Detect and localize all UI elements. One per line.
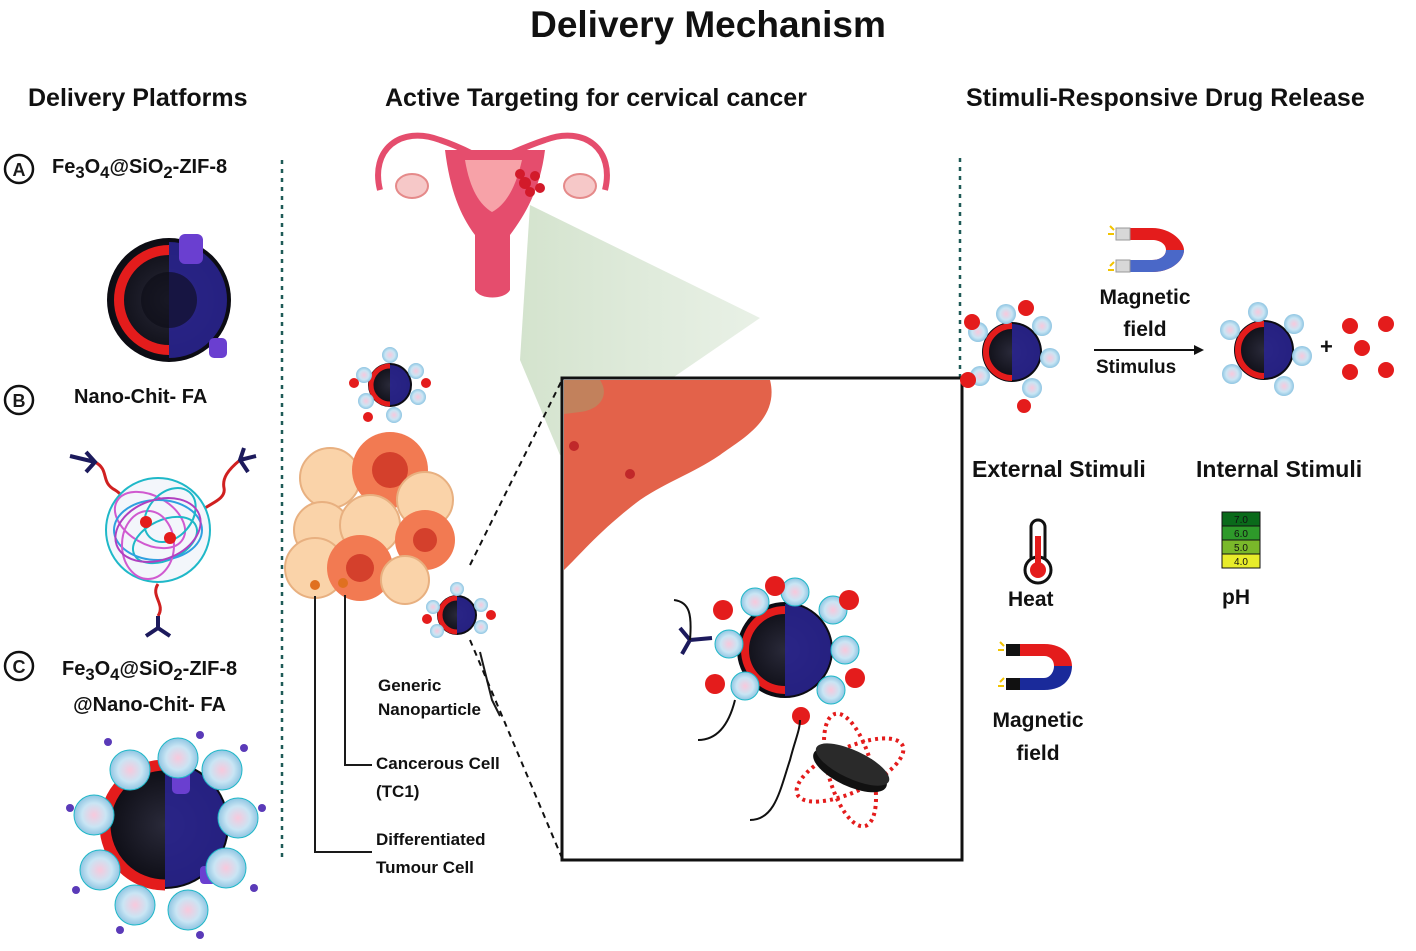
thermometer-icon [1023, 518, 1053, 585]
magnetic-field-label: Magnetic field [992, 709, 1084, 765]
cisplatin-motion [794, 711, 906, 829]
nanoparticle-top [349, 347, 431, 423]
zoom-connector-top [469, 379, 563, 566]
composite-beads [73, 737, 259, 931]
uterus-illustration [375, 132, 610, 298]
platform-b-chitosan [69, 447, 257, 638]
badge-a-text: A [13, 160, 26, 180]
release-np-before [960, 300, 1060, 413]
ph-band-4 [1221, 553, 1261, 569]
heading-active-targeting: Active Targeting for cervical cancer [385, 84, 807, 112]
cancer-cell-label: Cancerous Cell (TC1) [376, 754, 500, 801]
ph-label: pH [1222, 586, 1250, 609]
platform-a-label: Fe3O4@SiO2-ZIF-8 [52, 156, 228, 182]
diff-cell-label: Differentiated Tumour Cell [376, 830, 486, 877]
nanoparticle-bound [422, 582, 496, 638]
ph-band-3 [1221, 539, 1261, 555]
heat-label: Heat [1008, 588, 1054, 611]
plus-sign: + [1320, 334, 1333, 359]
arrow-magnetic-field-label: Magnetic field [1099, 286, 1191, 341]
zoom-cell-surface [564, 380, 772, 570]
platform-c-composite [66, 731, 266, 939]
heading-delivery-platforms: Delivery Platforms [28, 84, 248, 112]
zoom-beam [520, 205, 760, 455]
ph-band-2 [1221, 525, 1261, 541]
tumor-cluster [284, 432, 455, 605]
ph-scale: 7.0 6.0 5.0 4.0 [1221, 511, 1261, 569]
cisplatin-label: Cisplatin [632, 806, 717, 828]
diagram-title: Delivery Mechanism [530, 4, 886, 45]
magnet-icon-top [1108, 225, 1184, 273]
stimulus-arrow [1094, 345, 1204, 355]
zoom-targeting-moiety [678, 626, 713, 655]
platform-c-label: Fe3O4@SiO2-ZIF-8@Nano-Chit- FA [62, 658, 238, 716]
ph-value-2: 6.0 [1234, 529, 1248, 540]
leader-diff-cell [314, 596, 372, 853]
platform-b-label: Nano-Chit- FA [74, 386, 208, 408]
released-drug-particles [1342, 316, 1394, 380]
badge-b-text: B [13, 391, 26, 411]
ph-value-4: 4.0 [1234, 557, 1248, 568]
badge-c: C [3, 650, 35, 682]
ph-value-1: 7.0 [1234, 515, 1248, 526]
heading-stimuli-release: Stimuli-Responsive Drug Release [966, 84, 1365, 112]
linker-chain-label: Linker chain [567, 733, 685, 755]
badge-c-text: C [13, 657, 26, 677]
ph-band-1 [1221, 511, 1261, 527]
external-stimuli-label: External Stimuli [972, 456, 1146, 482]
platform-a-nanoparticle [107, 234, 231, 362]
leader-cancer-cell [344, 595, 372, 766]
ph-value-3: 5.0 [1234, 543, 1248, 554]
internal-stimuli-label: Internal Stimuli [1196, 456, 1363, 482]
magnet-icon-bottom [998, 641, 1072, 690]
badge-a: A [3, 153, 35, 185]
nanoparticle-label: Generic Nanoparticle [378, 676, 481, 719]
targeting-moiety-label: Targeting Moiety [574, 587, 660, 639]
release-np-after [1220, 302, 1312, 396]
badge-b: B [3, 384, 35, 416]
arrow-stimulus-label: Stimulus [1096, 357, 1177, 378]
